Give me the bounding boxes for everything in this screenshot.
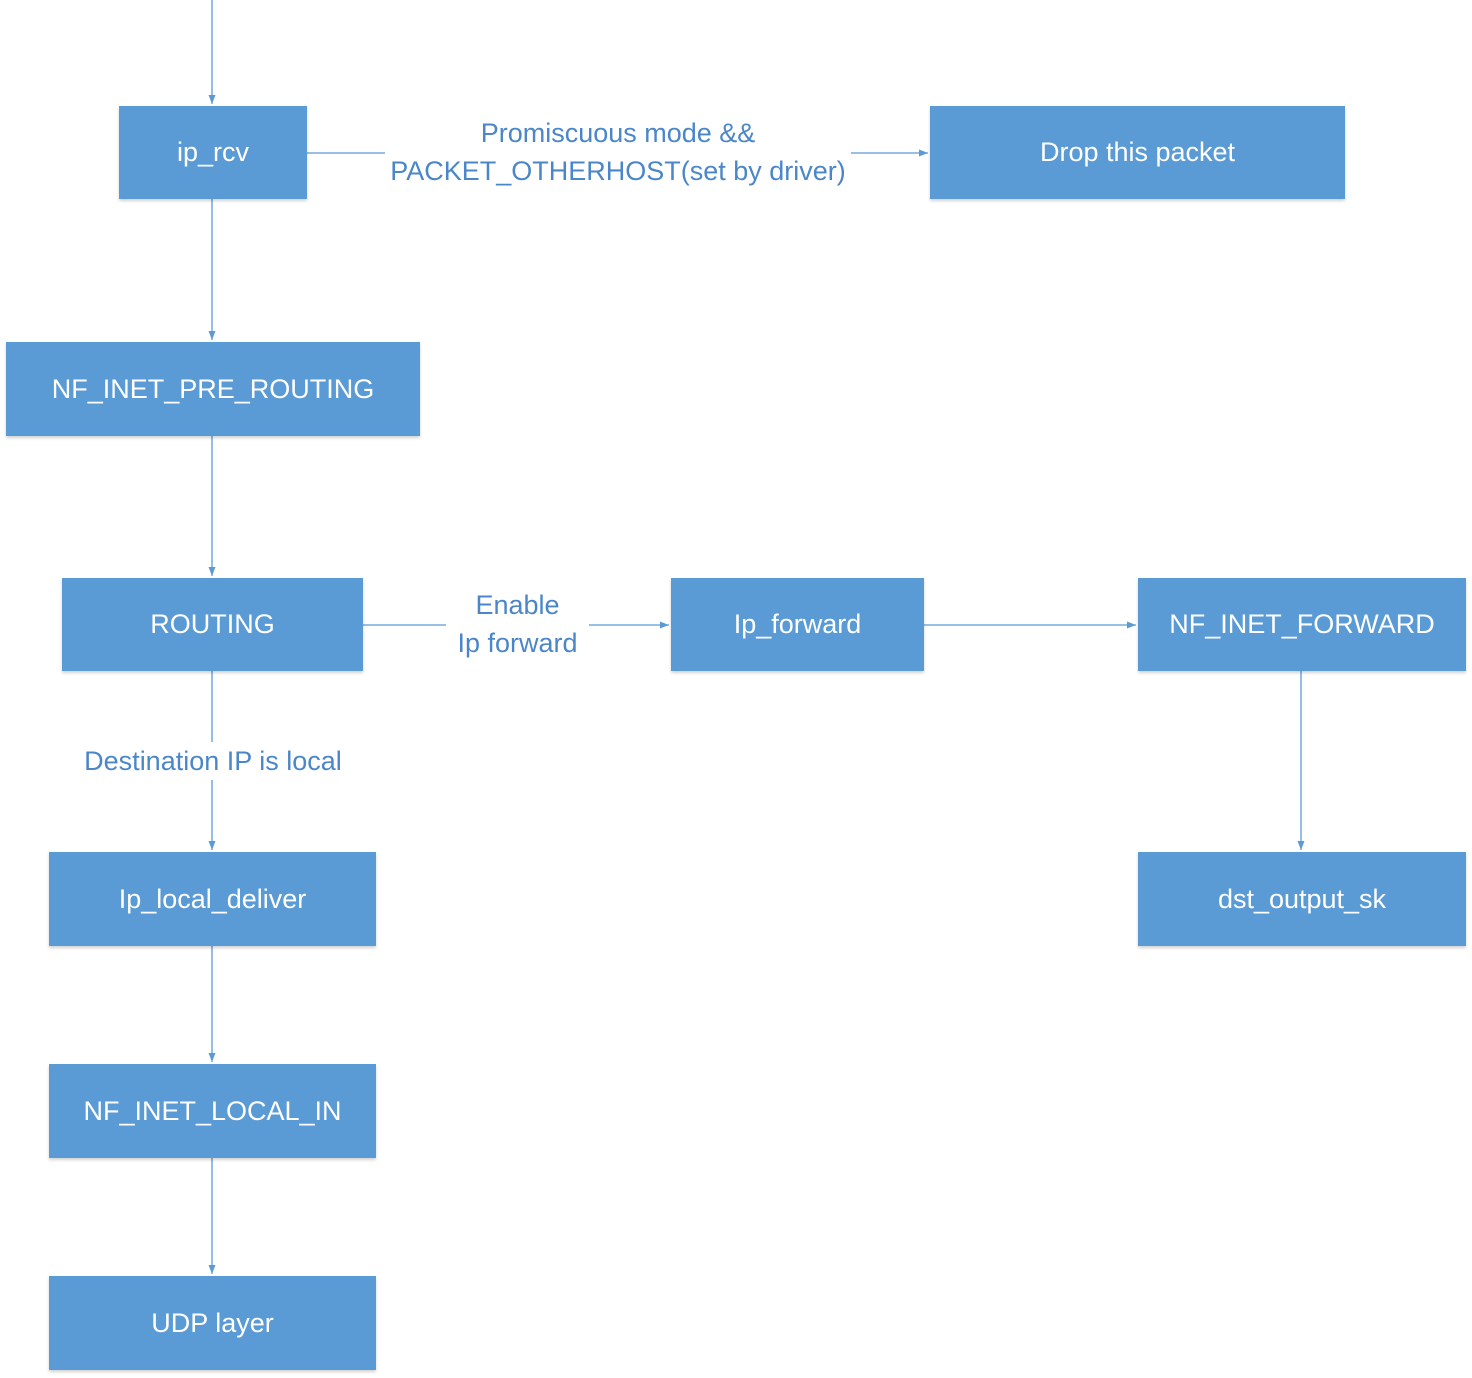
node-ip-rcv: ip_rcv <box>119 106 307 199</box>
node-routing: ROUTING <box>62 578 363 671</box>
node-local-in: NF_INET_LOCAL_IN <box>49 1064 376 1158</box>
node-inet-forward: NF_INET_FORWARD <box>1138 578 1466 671</box>
edge-label-enable-line1: Enable <box>475 590 560 620</box>
edge-label-destination-local: Destination IP is local <box>70 742 356 780</box>
node-pre-routing: NF_INET_PRE_ROUTING <box>6 342 420 436</box>
node-dst-output: dst_output_sk <box>1138 852 1466 946</box>
edge-label-enable-line2: Ip forward <box>457 628 578 658</box>
node-ip-forward: Ip_forward <box>671 578 924 671</box>
edge-label-promiscuous-line1: Promiscuous mode && <box>480 118 756 148</box>
edge-label-promiscuous: Promiscuous mode && PACKET_OTHERHOST(set… <box>385 114 851 190</box>
edge-label-promiscuous-line2: PACKET_OTHERHOST(set by driver) <box>390 156 846 186</box>
node-local-deliver: Ip_local_deliver <box>49 852 376 946</box>
node-drop-packet: Drop this packet <box>930 106 1345 199</box>
edge-label-enable-forward: Enable Ip forward <box>446 586 589 662</box>
edge-label-destination-local-text: Destination IP is local <box>84 746 342 776</box>
node-udp-layer: UDP layer <box>49 1276 376 1370</box>
